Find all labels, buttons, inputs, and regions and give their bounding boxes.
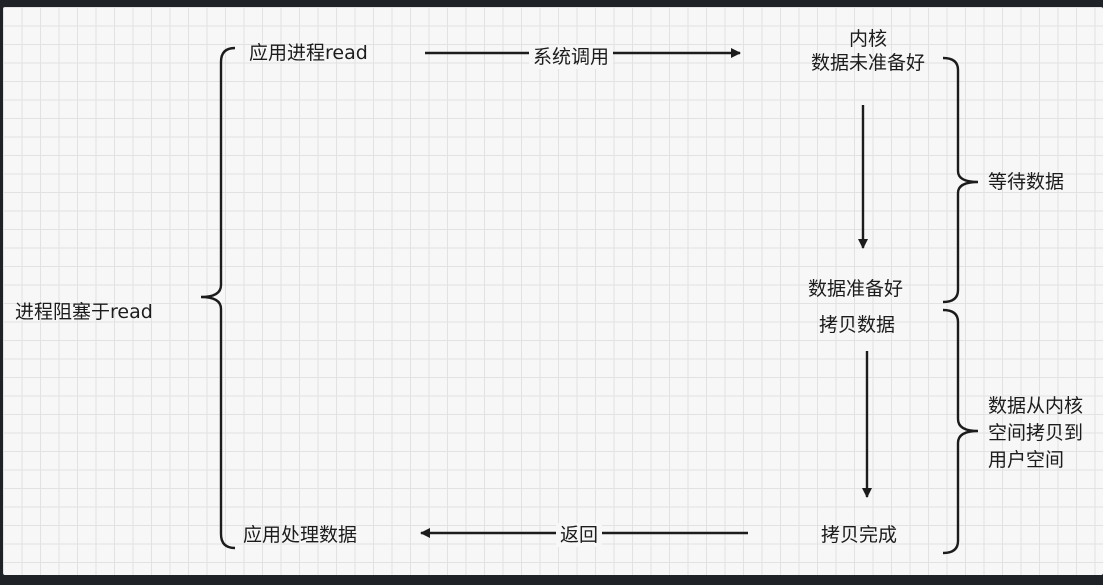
annotation-copy-line1: 数据从内核 — [988, 395, 1084, 417]
annotation-wait-data: 等待数据 — [988, 171, 1065, 193]
annotation-copy-line2: 空间拷贝到 — [988, 422, 1084, 444]
node-kernel-line2: 数据未准备好 — [810, 52, 925, 74]
copy-brace — [942, 308, 979, 555]
node-app-read: 应用进程read — [249, 42, 368, 64]
diagram-lines — [200, 46, 979, 555]
annotation-copy-line3: 用户空间 — [988, 449, 1065, 471]
blocked-brace — [200, 46, 236, 550]
node-copy-data: 拷贝数据 — [819, 314, 896, 336]
node-kernel-not-ready: 内核 数据未准备好 — [783, 27, 953, 75]
node-data-ready: 数据准备好 — [808, 278, 904, 300]
edge-label-return: 返回 — [556, 523, 603, 547]
wait-brace — [942, 56, 979, 304]
node-process-blocked: 进程阻塞于read — [15, 301, 153, 323]
node-app-process: 应用处理数据 — [243, 524, 358, 546]
diagram-canvas: 应用进程read 内核 数据未准备好 数据准备好 拷贝数据 拷贝完成 应用处理数… — [3, 7, 1103, 575]
node-copy-done: 拷贝完成 — [821, 524, 898, 546]
edge-label-syscall: 系统调用 — [529, 45, 614, 69]
annotation-copy-kernel-to-user: 数据从内核 空间拷贝到 用户空间 — [988, 393, 1103, 474]
node-kernel-line1: 内核 — [848, 28, 887, 50]
